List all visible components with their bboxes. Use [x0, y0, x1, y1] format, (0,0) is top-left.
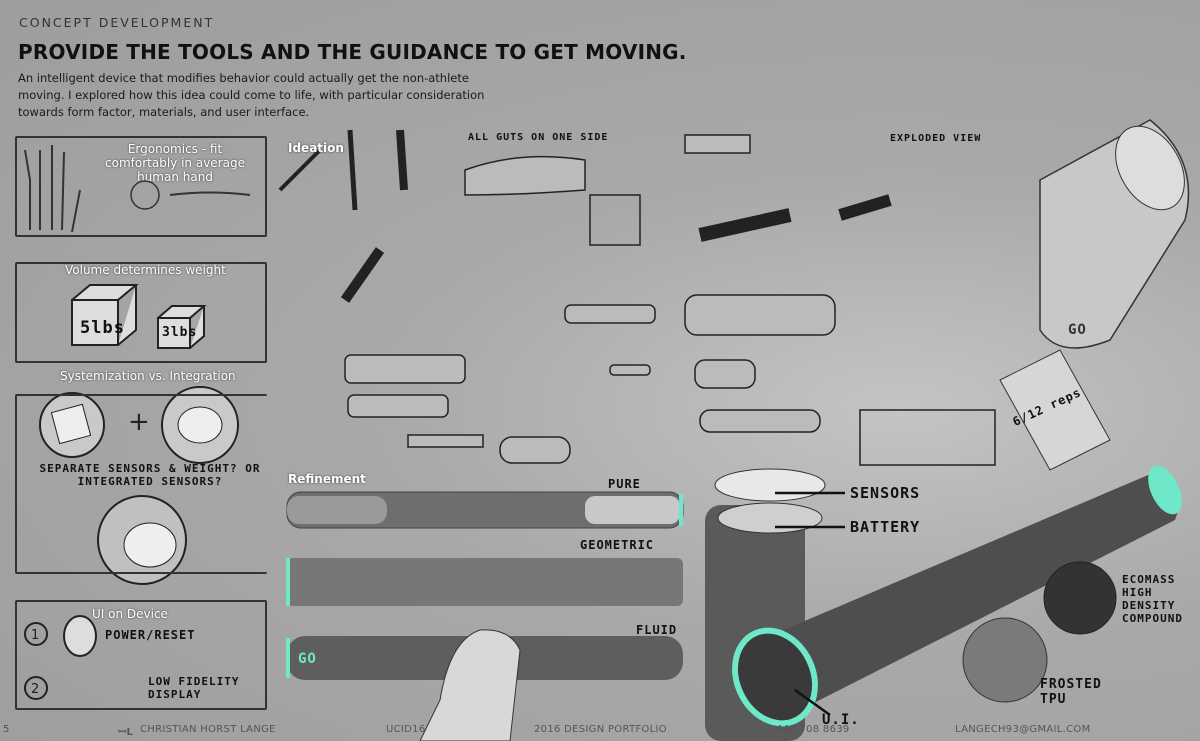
weight-5lbs: 5lbs	[80, 318, 125, 338]
cube-3lbs	[157, 305, 207, 349]
display-go: GO	[298, 651, 317, 667]
ideation-heading: Ideation	[288, 141, 344, 155]
svg-text:2: 2	[31, 682, 39, 697]
label-frosted-tpu: FROSTED TPU	[1040, 677, 1102, 707]
footer-name: CHRISTIAN HORST LANGE	[140, 724, 276, 735]
label-ecomass: ECOMASS HIGH DENSITY COMPOUND	[1122, 573, 1183, 625]
label-pure: PURE	[608, 477, 641, 491]
ui-low-fidelity: LOW FIDELITY DISPLAY	[148, 675, 240, 701]
hand-grip-sketch	[419, 629, 521, 741]
ui-label: UI on Device	[92, 607, 168, 621]
ergonomics-label: Ergonomics - fit comfortably in average …	[105, 142, 245, 184]
svg-text:1: 1	[31, 628, 39, 643]
footer: 5 ꟷL CHRISTIAN HORST LANGE UCID16 2016 D…	[0, 724, 1200, 740]
grip-diameter-sketch	[130, 180, 160, 210]
ui-panel	[15, 600, 267, 710]
label-geometric: GEOMETRIC	[580, 538, 655, 552]
footer-portfolio: 2016 DESIGN PORTFOLIO	[534, 724, 667, 735]
page-number: 5	[3, 724, 10, 735]
systemization-label: Systemization vs. Integration	[60, 369, 236, 383]
ergonomics-panel	[15, 136, 267, 237]
cylinder-go: GO	[1068, 322, 1087, 338]
ideation-sketches	[278, 129, 996, 466]
section-label: CONCEPT DEVELOPMENT	[19, 15, 215, 30]
intro-text: An intelligent device that modifies beha…	[18, 71, 485, 119]
volume-label: Volume determines weight	[65, 263, 226, 277]
dumbbell-render	[760, 470, 1180, 710]
label-fluid: FLUID	[636, 623, 678, 637]
svg-text:+: +	[128, 407, 150, 437]
note-exploded-view: EXPLODED VIEW	[890, 133, 982, 144]
systemization-panel	[15, 394, 267, 574]
systemization-question: SEPARATE SENSORS & WEIGHT? OR INTEGRATED…	[39, 462, 261, 488]
label-battery: BATTERY	[850, 518, 921, 536]
footer-email: LANGECH93@GMAIL.COM	[955, 724, 1091, 735]
page-title: PROVIDE THE TOOLS AND THE GUIDANCE TO GE…	[18, 40, 687, 64]
note-all-guts: ALL GUTS ON ONE SIDE	[468, 132, 609, 143]
label-sensors: SENSORS	[850, 484, 921, 502]
hand-sketch	[24, 145, 81, 233]
label-ui: U.I.	[822, 712, 860, 728]
cube-5lbs	[71, 284, 139, 346]
logo-mark: ꟷL	[118, 727, 134, 738]
footer-phone: 440 708 8639	[776, 724, 850, 735]
refinement-heading: Refinement	[288, 472, 366, 486]
volume-panel	[15, 262, 267, 363]
footer-school: UCID16	[386, 724, 426, 735]
weight-3lbs: 3lbs	[162, 325, 198, 340]
ui-power-reset: POWER/RESET	[105, 628, 196, 642]
